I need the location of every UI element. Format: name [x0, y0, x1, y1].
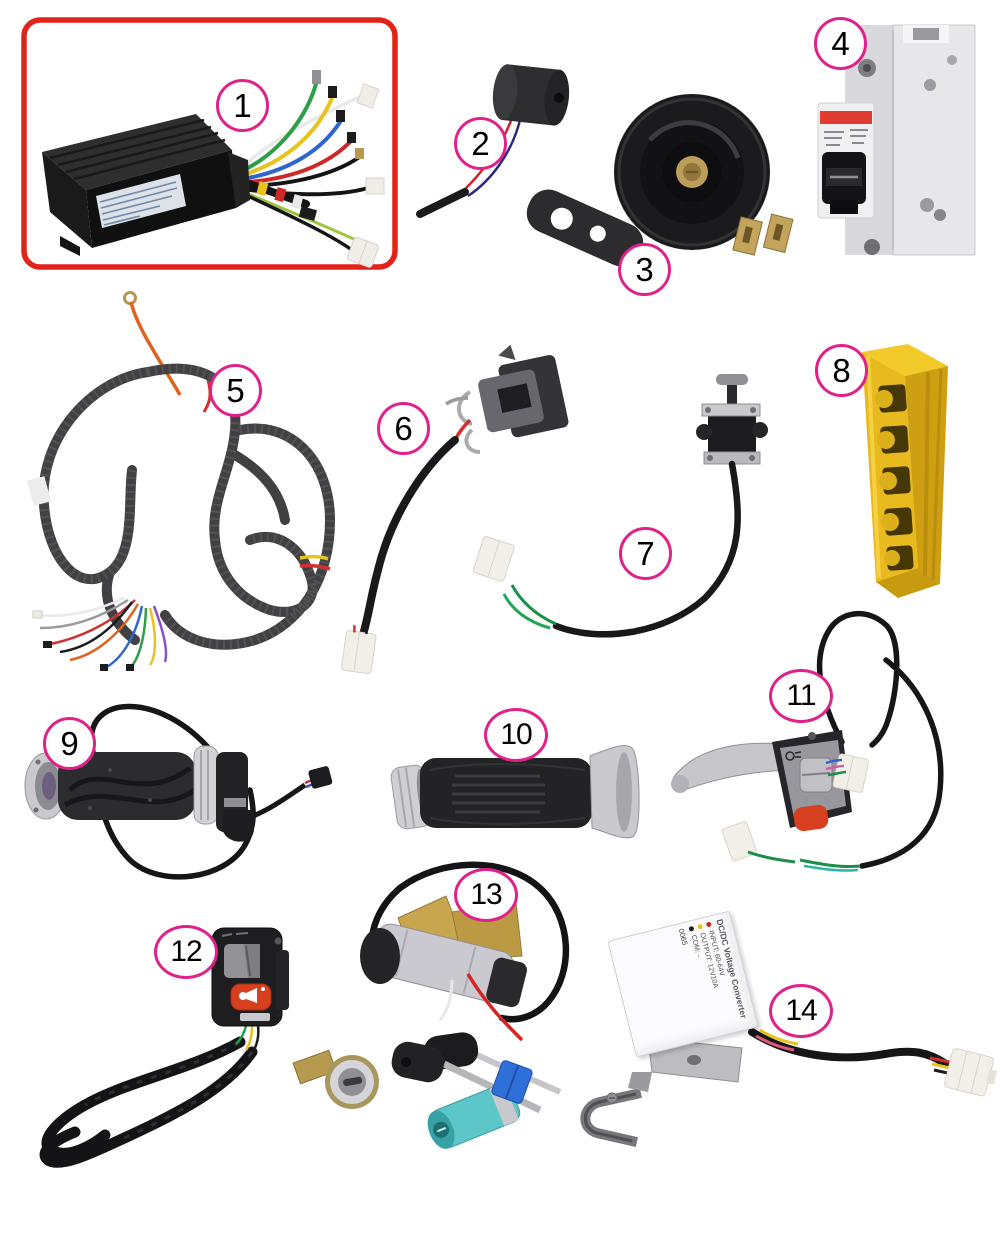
part-6-charging-port [340, 344, 569, 675]
com-dot [687, 925, 694, 932]
callout-1: 1 [216, 79, 269, 132]
callout-5: 5 [209, 364, 262, 417]
callout-4: 4 [814, 17, 867, 70]
callout-7: 7 [619, 527, 672, 580]
part-8-yellow-block [862, 344, 948, 598]
horn-button [793, 804, 829, 832]
part-1-highlight-box [21, 17, 398, 270]
controller-spec-label [96, 174, 186, 228]
part-12-handlebar-switch [39, 927, 289, 1168]
part-2-buzzer [416, 64, 570, 218]
part-9-twist-throttle [24, 703, 333, 880]
callout-13: 13 [454, 868, 518, 922]
part-7-brake-switch-valve [472, 374, 768, 638]
part-1-motor-controller [42, 70, 385, 268]
part-10-handlebar-grip [390, 745, 640, 839]
callout-6: 6 [377, 402, 430, 455]
part-14-voltage-converter [606, 1028, 998, 1104]
callout-10: 10 [484, 708, 548, 762]
callout-11: 11 [769, 669, 833, 723]
callout-8: 8 [815, 344, 868, 397]
callout-2: 2 [454, 117, 507, 170]
callout-12: 12 [154, 925, 218, 979]
part-11-brake-lever-switch-assembly [671, 610, 944, 872]
callout-3: 3 [618, 243, 671, 296]
part-4-circuit-breaker [817, 24, 976, 256]
part-13-ignition-lock-set [292, 861, 642, 1149]
part-5-wiring-harness [26, 291, 336, 671]
callout-14: 14 [769, 984, 833, 1038]
input-dot [705, 921, 712, 928]
output-dot [696, 923, 703, 930]
callout-9: 9 [43, 717, 96, 770]
horn-terminals [732, 213, 794, 256]
part-3-horn [526, 94, 794, 267]
